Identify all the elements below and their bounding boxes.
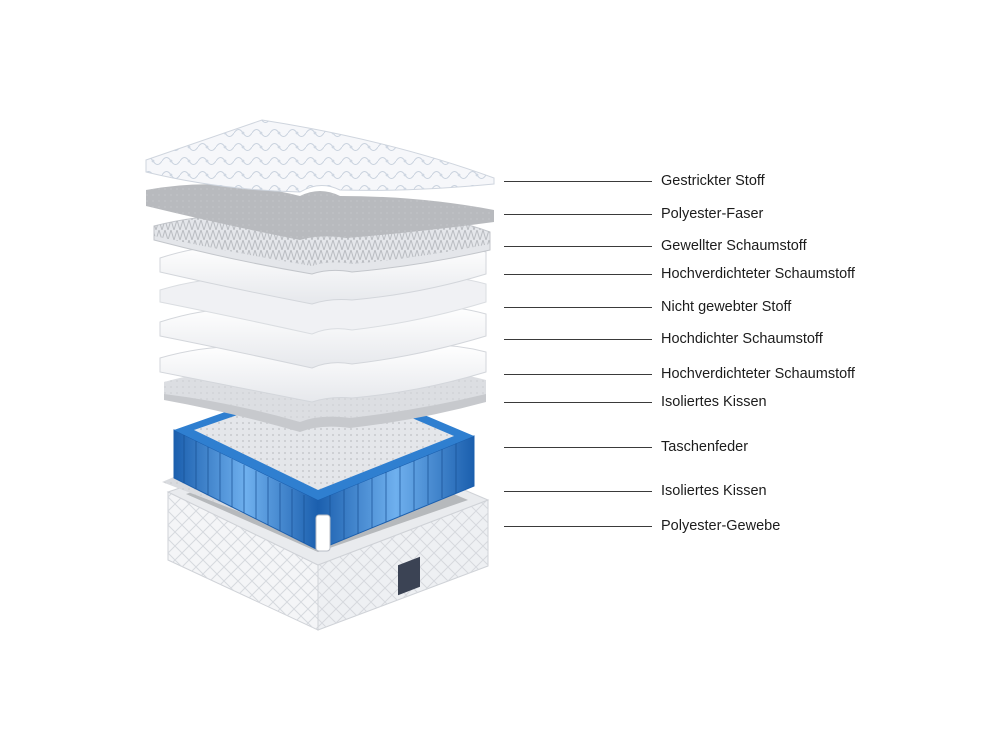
leader-line-nonwoven xyxy=(504,307,652,308)
leader-line-hd-foam-2 xyxy=(504,339,652,340)
label-layer-8: Isoliertes Kissen xyxy=(661,394,767,410)
leader-line-hd-foam-1 xyxy=(504,274,652,275)
layer-polyester-fiber xyxy=(146,184,494,240)
leader-line-pad-lower xyxy=(504,491,652,492)
label-layer-4: Hochverdichteter Schaumstoff xyxy=(661,266,855,282)
label-layer-9: Taschenfeder xyxy=(661,439,749,455)
layer-knitted-fabric xyxy=(145,119,495,193)
label-layer-2: Polyester-Faser xyxy=(661,206,764,222)
leader-line-knitted-fabric xyxy=(504,181,652,182)
leader-line-pad-upper xyxy=(504,402,652,403)
leader-line-wavy-foam xyxy=(504,246,652,247)
label-layer-6: Hochdichter Schaumstoff xyxy=(661,331,823,347)
leader-line-polyester-fabric xyxy=(504,526,652,527)
leader-line-pocket-springs xyxy=(504,447,652,448)
leader-line-hd-foam-3 xyxy=(504,374,652,375)
label-layer-7: Hochverdichteter Schaumstoff xyxy=(661,366,855,382)
label-layer-11: Polyester-Gewebe xyxy=(661,518,781,534)
label-layer-5: Nicht gewebter Stoff xyxy=(661,299,792,315)
label-layer-3: Gewellter Schaumstoff xyxy=(661,238,807,254)
label-layer-10: Isoliertes Kissen xyxy=(661,483,767,499)
leader-line-polyester-fiber xyxy=(504,214,652,215)
label-layer-1: Gestrickter Stoff xyxy=(661,173,765,189)
